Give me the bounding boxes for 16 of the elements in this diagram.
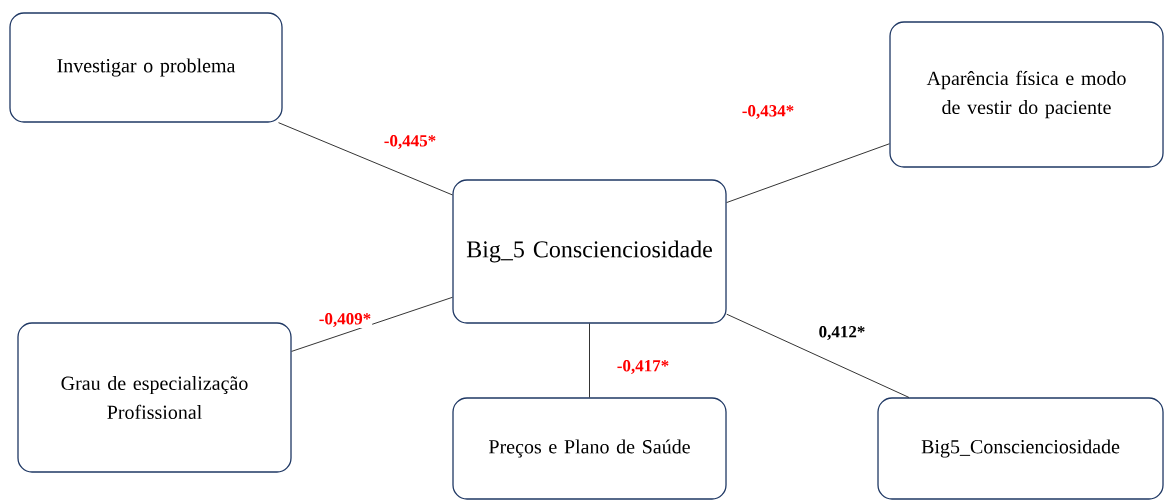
connector-line — [291, 296, 453, 352]
connector-line — [726, 143, 890, 203]
rounded-box: Grau de especialização Profissional — [17, 322, 292, 473]
edge-label: 0,412* — [817, 325, 867, 341]
edge-label: -0,409* — [317, 312, 373, 328]
rounded-box: Big5_Conscienciosidade — [877, 397, 1164, 500]
rounded-box: Big_5 Conscienciosidade — [452, 179, 727, 324]
edge-label: -0,417* — [615, 359, 671, 375]
rounded-box: Aparência física e modo de vestir do paciente — [889, 21, 1164, 168]
rounded-box: Investigar o problema — [9, 12, 283, 123]
edge-label: -0,445* — [382, 134, 438, 150]
connector-line — [278, 122, 453, 196]
edge-label: -0,434* — [740, 104, 796, 120]
connector-line — [726, 313, 910, 398]
rounded-box: Preços e Plano de Saúde — [452, 397, 727, 500]
connector-line — [589, 323, 590, 398]
